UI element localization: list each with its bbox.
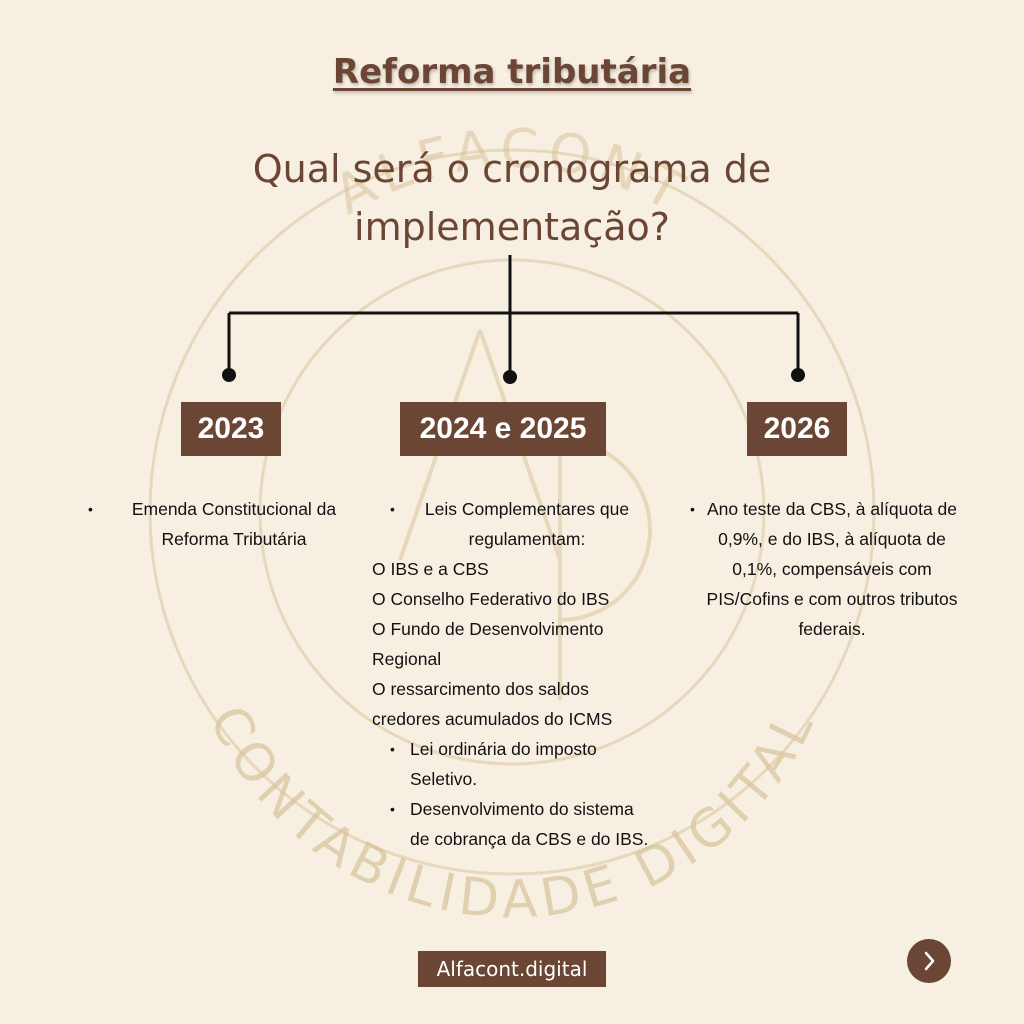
bullet-leis-complementares: Leis Complementares que regulamentam: <box>372 494 644 554</box>
node-dot-2024 <box>503 370 517 384</box>
chevron-right-icon <box>924 951 935 971</box>
column-2024-2025: Leis Complementares que regulamentam: O … <box>372 494 662 854</box>
node-dot-2023 <box>222 368 236 382</box>
bullet-leis-line-2: regulamentam: <box>468 529 586 549</box>
bullet-lei-ordinaria: Lei ordinária do imposto Seletivo. <box>372 734 650 794</box>
bullet-2026: Ano teste da CBS, à alíquota de 0,9%, e … <box>690 494 960 644</box>
item-ressarcimento-2: credores acumulados do ICMS <box>372 709 613 729</box>
item-ibs-cbs: O IBS e a CBS <box>372 559 489 579</box>
bullet-desenvolvimento: Desenvolvimento do sistema de cobrança d… <box>372 794 650 854</box>
item-ressarcimento-1: O ressarcimento dos saldos <box>372 679 589 699</box>
year-badge-2026: 2026 <box>747 402 847 456</box>
item-conselho: O Conselho Federativo do IBS <box>372 589 610 609</box>
item-fundo-1: O Fundo de Desenvolvimento <box>372 619 604 639</box>
question-line-2: implementação? <box>354 205 670 249</box>
page-title: Reforma tributária <box>332 52 692 92</box>
bullet-leis-line-1: Leis Complementares que <box>424 499 630 519</box>
next-button[interactable] <box>907 939 951 983</box>
node-dot-2026 <box>791 368 805 382</box>
question-line-1: Qual será o cronograma de <box>252 147 772 191</box>
year-badge-2023: 2023 <box>181 402 281 456</box>
bullet-2023: Emenda Constitucional da Reforma Tributá… <box>131 499 337 549</box>
page-question: Qual será o cronograma de implementação? <box>0 140 1024 256</box>
column-2026: Ano teste da CBS, à alíquota de 0,9%, e … <box>690 494 960 644</box>
footer-brand[interactable]: Alfacont.digital <box>418 951 606 987</box>
year-badge-2024-2025: 2024 e 2025 <box>400 402 606 456</box>
column-2023: Emenda Constitucional da Reforma Tributá… <box>88 494 358 554</box>
item-fundo-2: Regional <box>372 649 442 669</box>
